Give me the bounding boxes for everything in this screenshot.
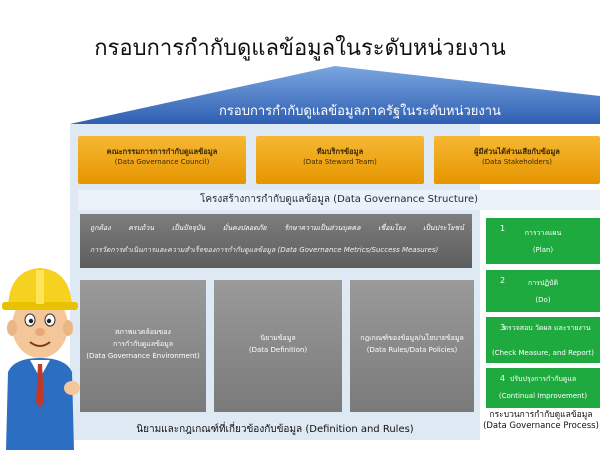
box-subtitle: (Data Governance Council) bbox=[114, 158, 210, 166]
page-title: กรอบการกำกับดูแลข้อมูลในระดับหน่วยงาน bbox=[94, 36, 506, 61]
box-title: นิยามข้อมูล bbox=[260, 334, 296, 342]
metrics-bar: ถูกต้อง ครบถ้วน เป็นปัจจุบัน มั่นคงปลอดภ… bbox=[80, 214, 472, 268]
step-title: การวางแผน bbox=[524, 229, 562, 237]
process-step-plan: 1 การวางแผน (Plan) bbox=[486, 218, 600, 264]
box-title: ผู้มีส่วนได้ส่วนเสียกับข้อมูล bbox=[474, 147, 560, 156]
data-rules-box: กฎเกณฑ์ของข้อมูล/นโยบายข้อมูล (Data Rule… bbox=[350, 280, 474, 412]
metric-item: เป็นประโยชน์ bbox=[422, 224, 464, 232]
box-title: ทีมบริกรข้อมูล bbox=[316, 147, 364, 156]
steward-team-box: ทีมบริกรข้อมูล (Data Steward Team) bbox=[256, 136, 424, 184]
stakeholders-box: ผู้มีส่วนได้ส่วนเสียกับข้อมูล (Data Stak… bbox=[434, 136, 600, 184]
roof-shape bbox=[70, 66, 600, 124]
governance-council-box: คณะกรรมการการกำกับดูแลข้อมูล (Data Gover… bbox=[78, 136, 246, 184]
step-number: 2 bbox=[500, 276, 506, 285]
step-subtitle: (Plan) bbox=[532, 246, 554, 254]
box-subtitle: (Data Rules/Data Policies) bbox=[366, 346, 458, 354]
box-subtitle: (Data Governance Environment) bbox=[86, 352, 200, 360]
box-subtitle: (Data Stakeholders) bbox=[482, 158, 552, 166]
step-subtitle: (Do) bbox=[535, 296, 551, 304]
step-title: ตรวจสอบ วัดผล และรายงาน bbox=[503, 324, 591, 332]
process-caption-en: (Data Governance Process) bbox=[483, 421, 599, 431]
process-step-do: 2 การปฏิบัติ (Do) bbox=[486, 270, 600, 312]
box-subtitle: (Data Steward Team) bbox=[303, 158, 377, 166]
process-step-check: 3 ตรวจสอบ วัดผล และรายงาน (Check Measure… bbox=[486, 317, 600, 363]
step-title: การปฏิบัติ bbox=[527, 279, 559, 287]
step-subtitle: (Continual Improvement) bbox=[498, 392, 588, 400]
definitions-caption: นิยามและกฎเกณฑ์ที่เกี่ยวข้องกับข้อมูล (D… bbox=[136, 424, 414, 435]
data-definition-box: นิยามข้อมูล (Data Definition) bbox=[214, 280, 342, 412]
metrics-caption: การวัดการดำเนินการและความสำเร็จของการกำก… bbox=[90, 246, 439, 254]
step-title: ปรับปรุงการกำกับดูแล bbox=[509, 375, 577, 383]
box-title: คณะกรรมการการกำกับดูแลข้อมูล bbox=[106, 147, 218, 156]
worker-mascot-icon bbox=[2, 268, 80, 450]
process-caption-th: กระบวนการกำกับดูแลข้อมูล bbox=[489, 410, 593, 420]
step-number: 3 bbox=[500, 323, 506, 332]
governance-environment-box: สภาพแวดล้อมของ การกำกับดูแลข้อมูล (Data … bbox=[80, 280, 206, 412]
box-subtitle: (Data Definition) bbox=[248, 346, 308, 354]
metric-item: เชื่อมโยง bbox=[378, 224, 406, 232]
metric-item: เป็นปัจจุบัน bbox=[171, 224, 206, 232]
roof-label: กรอบการกำกับดูแลข้อมูลภาครัฐในระดับหน่วย… bbox=[219, 104, 501, 119]
step-number: 4 bbox=[500, 374, 506, 383]
structure-caption: โครงสร้างการกำกับดูแลข้อมูล (Data Govern… bbox=[78, 190, 600, 210]
step-subtitle: (Check Measure, and Report) bbox=[491, 349, 595, 357]
box-title: กฎเกณฑ์ของข้อมูล/นโยบายข้อมูล bbox=[360, 334, 464, 342]
box-title-line2: การกำกับดูแลข้อมูล bbox=[112, 340, 174, 348]
step-number: 1 bbox=[500, 224, 506, 233]
metric-item: รักษาความเป็นส่วนบุคคล bbox=[284, 224, 361, 232]
process-step-improve: 4 ปรับปรุงการกำกับดูแล (Continual Improv… bbox=[486, 368, 600, 408]
metric-item: มั่นคงปลอดภัย bbox=[222, 224, 267, 232]
box-title: สภาพแวดล้อมของ bbox=[115, 328, 171, 336]
process-caption: กระบวนการกำกับดูแลข้อมูล (Data Governanc… bbox=[482, 410, 600, 432]
metric-item: ถูกต้อง bbox=[90, 224, 111, 232]
metric-item: ครบถ้วน bbox=[128, 224, 155, 232]
